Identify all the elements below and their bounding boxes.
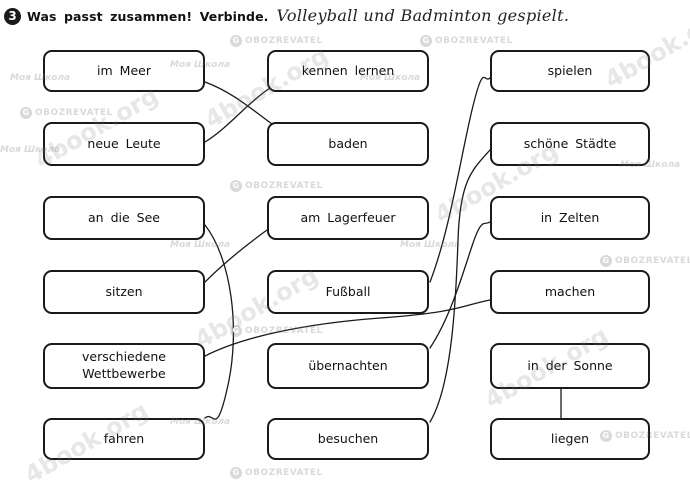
line-an-die-see-fahren xyxy=(204,224,235,420)
obozrevatel-logo-icon: G xyxy=(230,180,242,192)
obozrevatel-logo-icon: G xyxy=(600,255,612,267)
word-box-fussball[interactable]: Fußball xyxy=(267,270,429,314)
obozrevatel-logo-icon: G xyxy=(420,35,432,47)
line-sitzen-am-lagerfeuer xyxy=(204,229,268,283)
word-box-in-zelten[interactable]: in Zelten xyxy=(490,196,650,240)
word-box-an-die-see[interactable]: an die See xyxy=(43,196,205,240)
obozrevatel-logo-icon: G xyxy=(230,35,242,47)
word-box-verschiedene-wettbewerbe[interactable]: verschiedene Wettbewerbe xyxy=(43,343,205,389)
line-fussball-spielen xyxy=(429,76,491,283)
word-box-neue-leute[interactable]: neue Leute xyxy=(43,122,205,166)
word-box-besuchen[interactable]: besuchen xyxy=(267,418,429,460)
line-im-meer-baden xyxy=(204,81,273,125)
word-box-am-lagerfeuer[interactable]: am Lagerfeuer xyxy=(267,196,429,240)
exercise-instruction: Was passt zusammen! Verbinde. xyxy=(27,8,269,24)
word-box-schoene-staedte[interactable]: schöne Städte xyxy=(490,122,650,166)
obozrevatel-logo-icon: G xyxy=(230,325,242,337)
obozrevatel-logo-icon: G xyxy=(230,467,242,479)
word-box-kennen-lernen[interactable]: kennen lernen xyxy=(267,50,429,92)
word-box-machen[interactable]: machen xyxy=(490,270,650,314)
obozrevatel-logo-icon: G xyxy=(20,107,32,119)
word-box-liegen[interactable]: liegen xyxy=(490,418,650,460)
watermark-moya-shkola: Моя Школа xyxy=(400,240,461,250)
line-uebernachten-in-zelten xyxy=(429,221,491,349)
word-box-in-der-sonne[interactable]: in der Sonne xyxy=(490,343,650,389)
watermark-moya-shkola: Моя Школа xyxy=(170,240,231,250)
word-box-baden[interactable]: baden xyxy=(267,122,429,166)
word-box-spielen[interactable]: spielen xyxy=(490,50,650,92)
task-number-badge: 3 xyxy=(4,7,21,25)
handwritten-answer: Volleyball und Badminton gespielt. xyxy=(276,5,570,25)
word-box-sitzen[interactable]: sitzen xyxy=(43,270,205,314)
line-besuchen-schoene-staedte xyxy=(429,149,491,423)
exercise-header: 3 Was passt zusammen! Verbinde. Volleyba… xyxy=(4,4,569,28)
line-neue-leute-kennen-lernen xyxy=(204,87,271,143)
word-box-uebernachten[interactable]: übernachten xyxy=(267,343,429,389)
word-box-im-meer[interactable]: im Meer xyxy=(43,50,205,92)
word-box-fahren[interactable]: fahren xyxy=(43,418,205,460)
